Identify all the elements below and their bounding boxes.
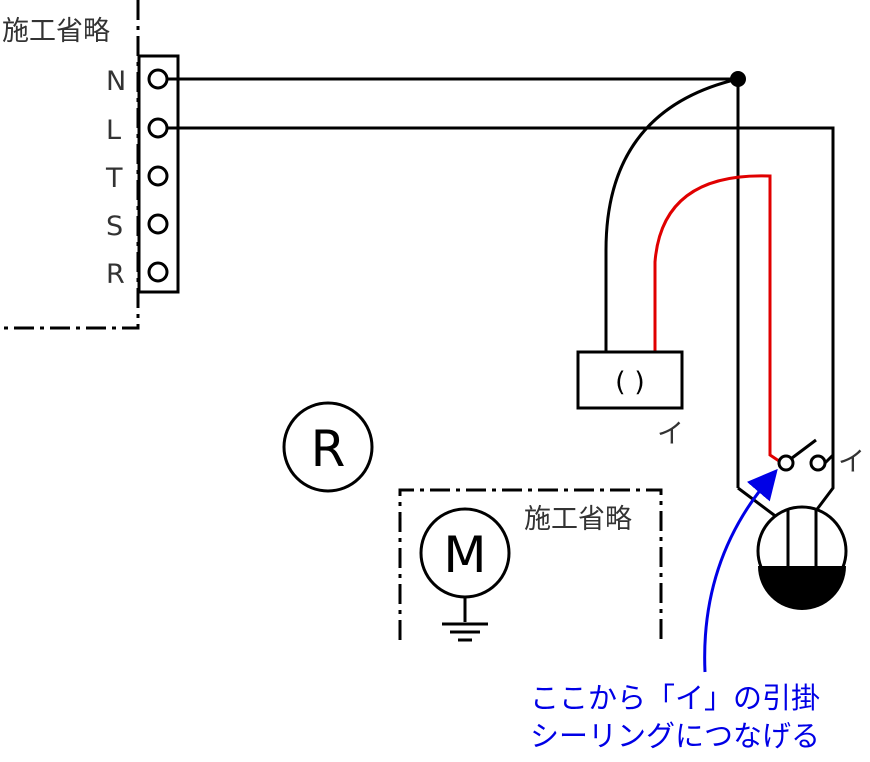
receptacle-text: ( ) xyxy=(615,367,645,398)
switch-contact-right xyxy=(809,454,827,472)
terminal-label-l: L xyxy=(106,115,121,146)
terminal-l xyxy=(147,117,169,139)
wire-red-switch xyxy=(653,174,783,465)
ceiling-rosette-fill xyxy=(758,566,846,610)
omitted-region-motor-border xyxy=(398,488,663,640)
wire-rosette-left xyxy=(737,486,779,520)
motor-label: M xyxy=(443,526,486,584)
terminal-t xyxy=(147,165,169,187)
annotation-arrow xyxy=(703,468,778,673)
relay-label: R xyxy=(311,420,346,478)
relay-symbol xyxy=(282,401,374,493)
terminal-n xyxy=(147,68,169,90)
receptacle-tag: イ xyxy=(657,419,684,450)
switch-tag: イ xyxy=(838,447,865,478)
terminal-label-r: R xyxy=(106,259,125,290)
wire-rosette-right xyxy=(813,463,835,513)
switch-contact-left xyxy=(777,454,795,472)
annotation-line-2: シーリングにつなげる xyxy=(530,719,820,753)
terminal-r xyxy=(147,261,169,283)
wire-n-to-receptacle xyxy=(604,77,739,352)
terminal-label-s: S xyxy=(106,211,123,242)
switch-lever xyxy=(791,438,817,460)
omitted-label-top: 施工省略 xyxy=(2,16,110,47)
omitted-label-motor: 施工省略 xyxy=(524,504,632,535)
wire-l xyxy=(167,126,835,463)
switch-to-l xyxy=(823,453,835,465)
receptacle-box xyxy=(576,350,684,410)
terminal-label-t: T xyxy=(105,163,123,194)
terminal-label-n: N xyxy=(106,66,126,97)
terminal-s xyxy=(147,213,169,235)
annotation-line-1: ここから「イ」の引掛 xyxy=(530,681,820,715)
